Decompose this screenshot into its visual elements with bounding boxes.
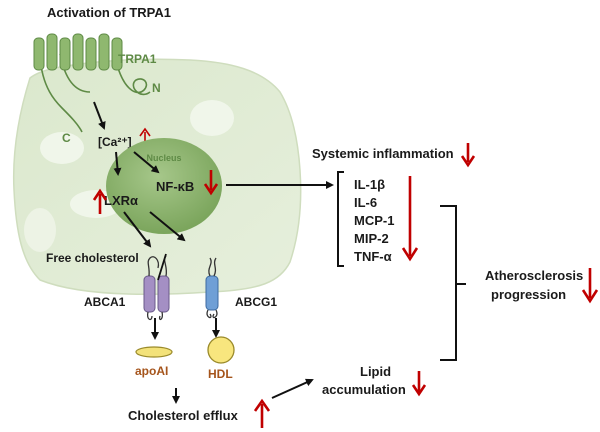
cholesterol-efflux-label: Cholesterol efflux bbox=[128, 408, 239, 423]
nucleus bbox=[106, 138, 222, 234]
efflux-up-icon bbox=[253, 398, 271, 428]
apoai-label: apoAI bbox=[135, 364, 168, 378]
nucleus-label: Nucleus bbox=[146, 153, 181, 163]
nfkb-down-icon bbox=[203, 170, 219, 196]
cytokine-item: IL-1β bbox=[354, 177, 385, 192]
cytokine-item: MIP-2 bbox=[354, 231, 389, 246]
cytokine-down-icon bbox=[401, 176, 419, 262]
abca1-label: ABCA1 bbox=[84, 295, 126, 309]
lipid-down-icon bbox=[411, 371, 427, 397]
calcium-label: [Ca²⁺] bbox=[98, 135, 132, 149]
nfkb-label: NF-κB bbox=[156, 179, 194, 194]
apoai-icon bbox=[135, 346, 173, 358]
cytokine-item: MCP-1 bbox=[354, 213, 394, 228]
abcg1-label: ABCG1 bbox=[235, 295, 277, 309]
arrow-trpa1-to-calcium bbox=[93, 101, 106, 130]
free-cholesterol-label: Free cholesterol bbox=[46, 251, 139, 265]
trpa1-label: TRPA1 bbox=[118, 52, 157, 66]
lxra-up-icon bbox=[92, 188, 108, 214]
arrow-lxra-to-abca1 bbox=[123, 211, 152, 248]
atherosclerosis-down-icon bbox=[581, 268, 599, 304]
abcg1-transporter-icon bbox=[205, 257, 219, 319]
n-terminus-label: N bbox=[152, 81, 161, 95]
arrow-efflux-to-lipid bbox=[271, 378, 314, 399]
atherosclerosis-label-line2: progression bbox=[491, 287, 566, 302]
systemic-down-icon bbox=[460, 143, 476, 168]
c-terminus-label: C bbox=[62, 131, 71, 145]
vesicle bbox=[40, 132, 84, 164]
vesicle bbox=[190, 100, 234, 136]
cytokine-item: TNF-α bbox=[354, 249, 392, 264]
lipid-label-line1: Lipid bbox=[360, 364, 391, 379]
atherosclerosis-label-line1: Atherosclerosis bbox=[485, 268, 583, 283]
arrow-calcium-to-lxra bbox=[113, 151, 122, 176]
cytokine-item: IL-6 bbox=[354, 195, 377, 210]
arrow-through-abca1 bbox=[157, 253, 167, 281]
outcome-bracket bbox=[440, 205, 466, 361]
trpa1-channel-icon bbox=[33, 33, 151, 133]
lxra-label: LXRα bbox=[104, 193, 138, 208]
arrow-calcium-to-nfkb bbox=[133, 151, 160, 174]
lipid-label-line2: accumulation bbox=[322, 382, 406, 397]
title: Activation of TRPA1 bbox=[47, 5, 171, 20]
cytokine-bracket bbox=[337, 171, 344, 267]
arrow-lxra-to-abcg1 bbox=[149, 211, 186, 242]
vesicle bbox=[24, 208, 56, 252]
systemic-inflammation-label: Systemic inflammation bbox=[312, 146, 454, 161]
hdl-label: HDL bbox=[208, 367, 233, 381]
cytokine-list: IL-1β IL-6 MCP-1 MIP-2 TNF-α bbox=[354, 177, 394, 264]
hdl-icon bbox=[207, 336, 235, 364]
